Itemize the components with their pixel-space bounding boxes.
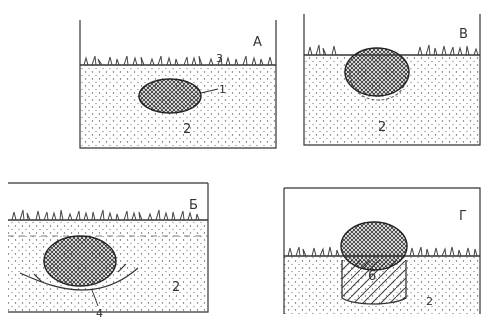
label-2: 2: [378, 120, 386, 135]
panel-letter-v: В: [459, 27, 468, 42]
boulder: [341, 222, 407, 270]
panel-b: Б 2 4: [8, 183, 208, 320]
panel-a: А 3 1 2: [80, 20, 276, 148]
panel-letter-g: Г: [459, 209, 467, 224]
boulder: [44, 236, 116, 286]
label-2: 2: [183, 122, 191, 137]
boulder: [139, 79, 201, 113]
panel-letter-a: А: [253, 35, 262, 50]
label-6: 6: [368, 269, 376, 284]
panel-v: В 2: [304, 14, 480, 145]
panel-g: Г 6 2: [284, 188, 480, 314]
panel-letter-b: Б: [189, 198, 198, 213]
grass-tufts: [84, 56, 272, 65]
label-2: 2: [426, 295, 433, 308]
label-1: 1: [219, 83, 226, 96]
grass-tufts: [12, 210, 199, 220]
label-4: 4: [96, 307, 103, 320]
label-3: 3: [216, 52, 223, 65]
label-2: 2: [172, 280, 180, 295]
boulder: [345, 48, 409, 96]
